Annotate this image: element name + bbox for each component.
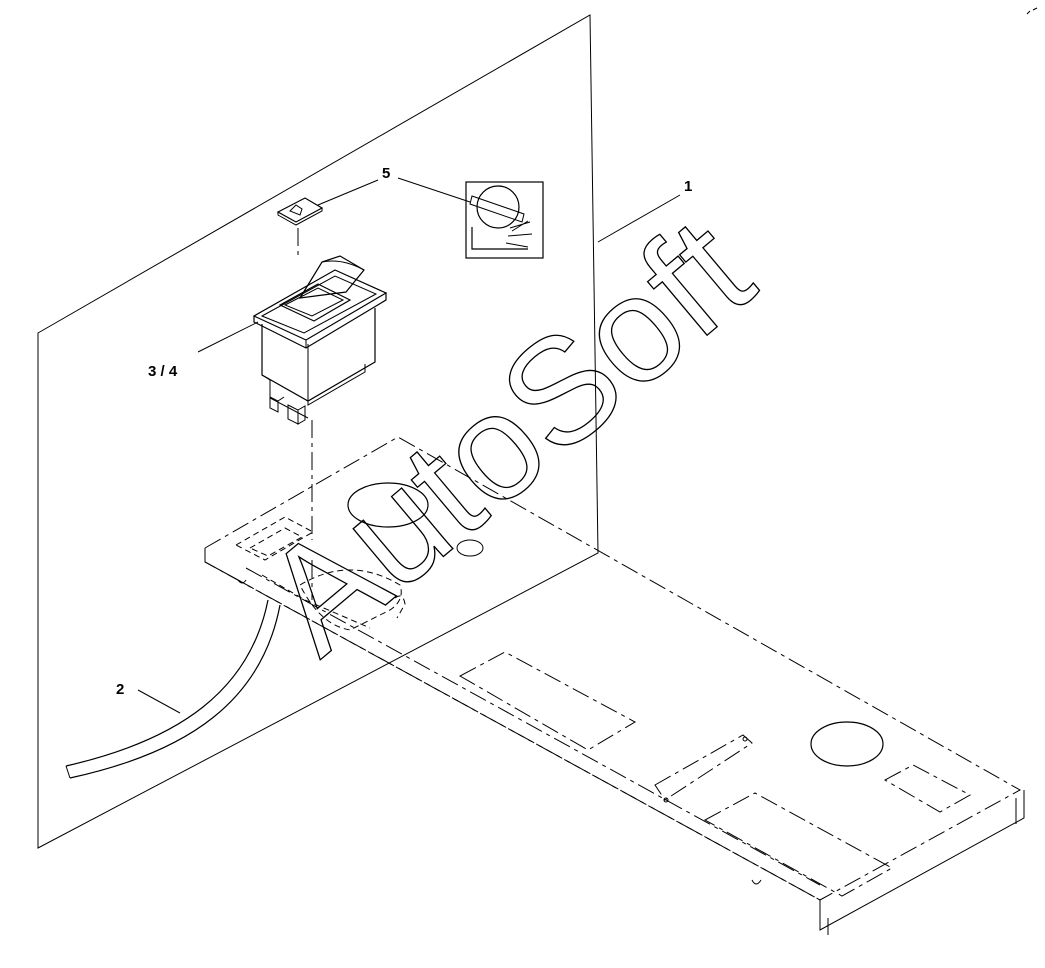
- callout-3-4: 3 / 4: [148, 363, 178, 380]
- wire-harness: [65, 599, 281, 779]
- callout-2: 2: [116, 681, 124, 698]
- panel-plate: [37, 14, 599, 849]
- assembly-axis-lines: [297, 228, 313, 600]
- hole-large-upper: [347, 482, 429, 528]
- hole-round-right: [810, 721, 884, 767]
- callout-5: 5: [382, 165, 390, 182]
- corner-mark: [1026, 7, 1038, 15]
- callouts: 1 2 3 / 4 5: [116, 165, 692, 698]
- callout-1: 1: [684, 178, 692, 195]
- watermark: AutoSoft: [232, 185, 782, 685]
- hole-small: [456, 539, 484, 557]
- symbol-label: [465, 181, 544, 259]
- watermark-text: AutoSoft: [233, 186, 782, 685]
- base-plate: [204, 436, 1025, 935]
- rocker-switch: [252, 255, 388, 425]
- leader-lines: [137, 177, 681, 714]
- small-decal: [276, 197, 324, 226]
